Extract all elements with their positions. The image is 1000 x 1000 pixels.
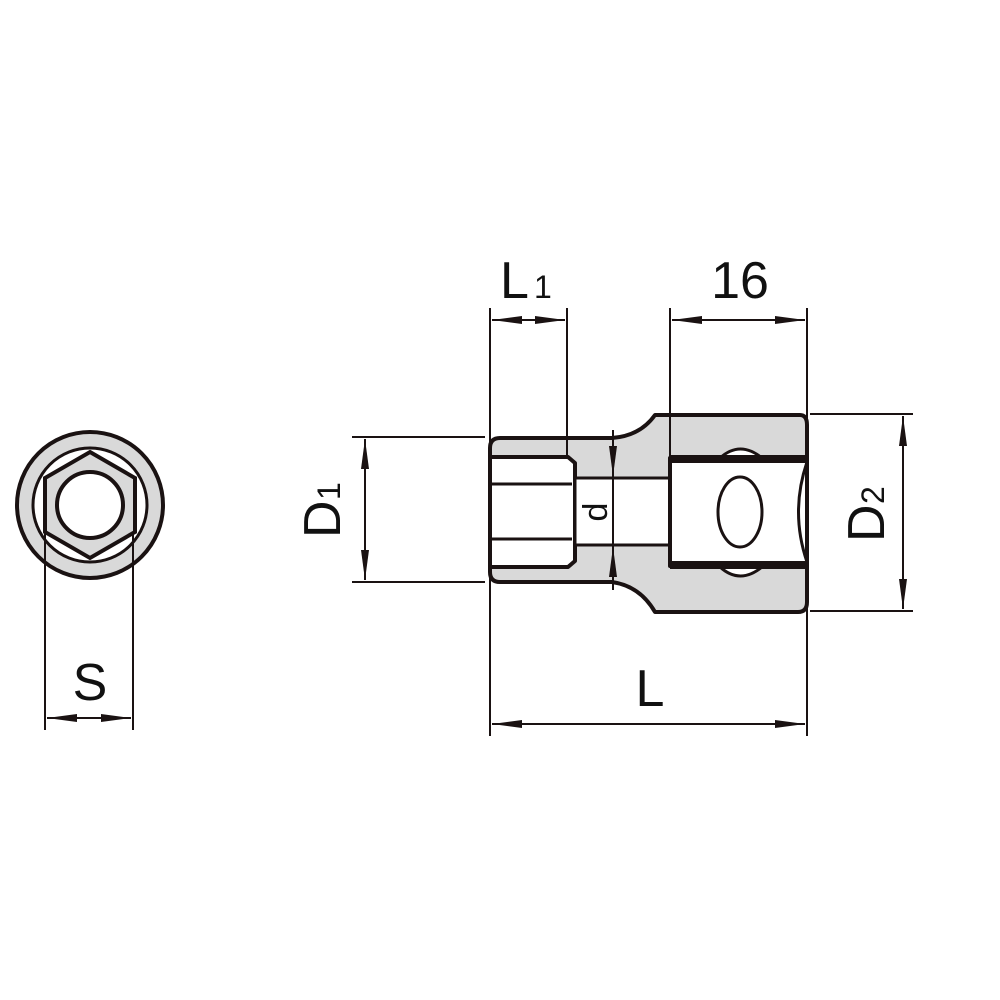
svg-text:D: D <box>294 500 352 538</box>
svg-text:L: L <box>500 252 529 310</box>
svg-text:2: 2 <box>855 486 891 504</box>
label-drive-16: 16 <box>711 252 769 310</box>
label-s: S <box>73 654 108 712</box>
svg-text:1: 1 <box>534 269 552 305</box>
svg-text:1: 1 <box>311 482 347 500</box>
dimension-lines <box>44 308 913 736</box>
through-hole <box>573 476 672 547</box>
ball-detent-bottom <box>718 565 763 578</box>
svg-text:D: D <box>838 504 896 542</box>
label-d: d <box>577 503 615 522</box>
label-l: L <box>636 660 665 718</box>
end-view <box>15 430 165 580</box>
side-view <box>488 413 809 614</box>
cross-hole <box>716 475 764 549</box>
label-d1: D 1 <box>294 482 352 538</box>
label-l1: L 1 <box>500 252 552 310</box>
inner-circle <box>55 470 125 540</box>
label-d2: D 2 <box>838 486 896 542</box>
hex-bore <box>488 455 577 569</box>
